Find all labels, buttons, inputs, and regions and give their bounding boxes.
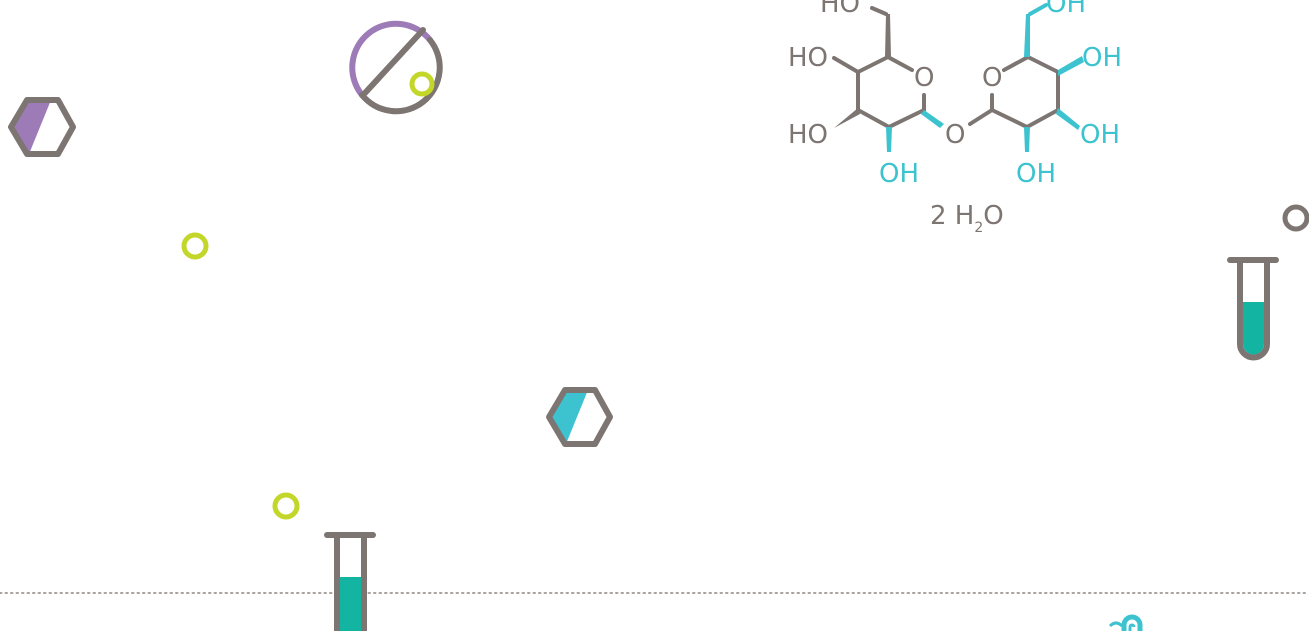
ho-group-label: HO [820, 0, 860, 19]
ho-group-label: HO [788, 120, 828, 150]
hydrate-label: 2 H2O [930, 201, 1004, 236]
ring-oxygen-label: O [982, 63, 1002, 93]
bridge-oxygen-label: O [945, 120, 965, 150]
hexagon-cyan-icon [546, 387, 613, 447]
small-circle-icon [272, 492, 300, 520]
small-circle-icon [1282, 204, 1309, 232]
oh-group-label: OH [1080, 120, 1120, 150]
partial-bottom-icon [1108, 614, 1143, 631]
oh-group-label: OH [1046, 0, 1086, 19]
no-entry-sign-icon [349, 20, 443, 115]
ho-group-label: HO [788, 43, 828, 73]
molecule-structure: HO OH HO HO OH OH OH OH O O O 2 H2O [788, 0, 1122, 236]
test-tube-icon [324, 532, 376, 631]
hydrate-element: O [983, 201, 1003, 231]
small-circle-icon [181, 232, 209, 260]
oh-group-label: OH [879, 159, 919, 189]
oh-group-label: OH [1082, 43, 1122, 73]
hydrate-subscript: 2 [974, 220, 983, 236]
hydrate-coefficient: 2 H [930, 201, 974, 231]
test-tube-icon [1227, 257, 1279, 361]
hexagon-purple-icon [8, 97, 76, 157]
oh-group-label: OH [1016, 159, 1056, 189]
ring-oxygen-label: O [914, 63, 934, 93]
